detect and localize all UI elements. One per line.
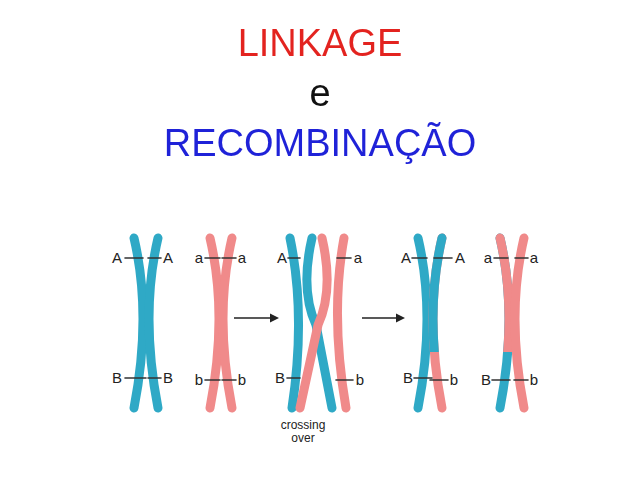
allele-label: a (195, 250, 203, 266)
allele-label: b (195, 372, 203, 388)
allele-label: a (484, 250, 492, 266)
allele-label: B (275, 370, 285, 386)
locus-ticks (125, 258, 528, 380)
chromatid (500, 238, 509, 408)
allele-label: a (530, 250, 538, 266)
allele-label: b (356, 372, 364, 388)
allele-label: A (163, 250, 173, 266)
chromatid (210, 238, 219, 408)
chromatid (433, 238, 442, 352)
chromatid (134, 238, 143, 408)
chromatid (515, 238, 524, 408)
allele-label: B (163, 370, 173, 386)
allele-label: A (112, 250, 122, 266)
chromatid (418, 238, 427, 408)
allele-label: b (450, 372, 458, 388)
chromatid (300, 238, 327, 408)
chromatid (223, 238, 232, 408)
allele-label: a (354, 250, 362, 266)
chromatid (290, 238, 299, 408)
chromatid (433, 238, 442, 408)
process-arrow (234, 314, 405, 323)
allele-label: A (455, 250, 465, 266)
title: LINKAGE e RECOMBINAÇÃO (70, 18, 570, 168)
chromatid (149, 238, 158, 408)
allele-label: A (401, 250, 411, 266)
allele-label: B (403, 370, 413, 386)
process-label: crossing over (272, 419, 334, 444)
allele-label: a (238, 250, 246, 266)
allele-label: A (277, 250, 287, 266)
allele-label: b (238, 372, 246, 388)
allele-label: b (530, 372, 538, 388)
chromatid (500, 238, 509, 352)
allele-label: B (481, 372, 491, 388)
chromatid (337, 238, 346, 408)
allele-label: B (112, 370, 122, 386)
